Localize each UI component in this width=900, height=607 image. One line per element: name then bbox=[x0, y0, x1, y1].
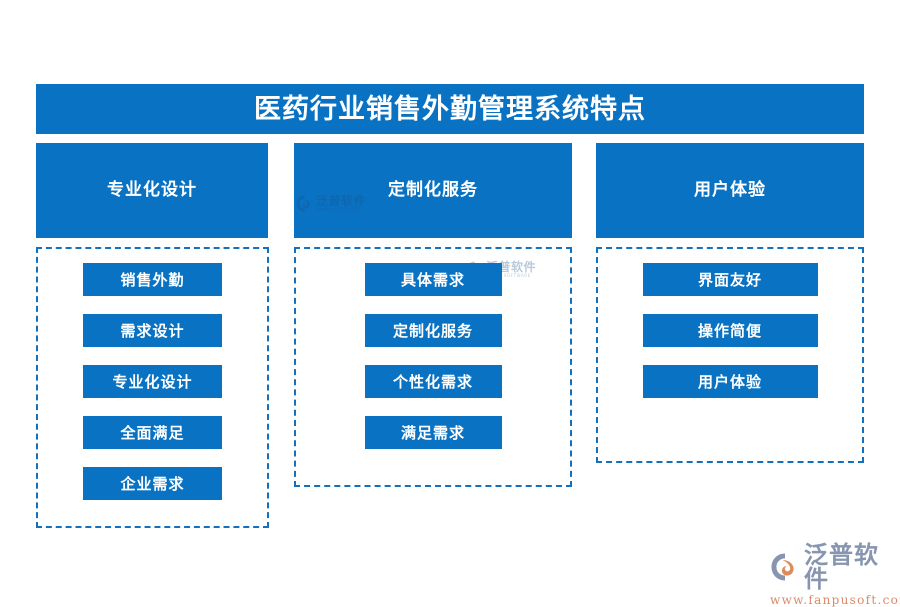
brand-url: www.fanpusoft.com bbox=[770, 593, 900, 607]
item-chip: 需求设计 bbox=[83, 314, 222, 347]
column-header-user-experience: 用户体验 bbox=[596, 143, 864, 238]
item-chip: 定制化服务 bbox=[364, 314, 502, 347]
column-header-custom-service: 定制化服务 bbox=[294, 143, 572, 238]
column-header-label: 定制化服务 bbox=[388, 180, 478, 200]
item-chip: 专业化设计 bbox=[83, 365, 222, 398]
item-chip: 全面满足 bbox=[83, 416, 222, 449]
group-box-user-experience: 界面友好 操作简便 用户体验 bbox=[596, 247, 864, 463]
column-header-label: 用户体验 bbox=[694, 180, 766, 200]
brand-row: 泛普软件 bbox=[770, 543, 890, 591]
column-header-professional-design: 专业化设计 bbox=[36, 143, 268, 238]
item-chip: 用户体验 bbox=[642, 365, 818, 398]
item-chip: 个性化需求 bbox=[364, 365, 502, 398]
brand-name: 泛普软件 bbox=[804, 541, 879, 593]
group-box-professional-design: 销售外勤 需求设计 专业化设计 全面满足 企业需求 bbox=[36, 247, 269, 528]
item-chip: 销售外勤 bbox=[83, 263, 222, 296]
column-header-label: 专业化设计 bbox=[107, 180, 197, 200]
item-chip: 企业需求 bbox=[83, 467, 222, 500]
group-box-custom-service: 具体需求 定制化服务 个性化需求 满足需求 bbox=[294, 247, 572, 487]
item-chip: 界面友好 bbox=[642, 263, 818, 296]
item-chip: 满足需求 bbox=[364, 416, 502, 449]
fanpu-logo-icon bbox=[770, 552, 800, 582]
brand-logo: 泛普软件 www.fanpusoft.com bbox=[770, 543, 900, 607]
item-chip: 具体需求 bbox=[364, 263, 502, 296]
title-banner: 医药行业销售外勤管理系统特点 bbox=[36, 84, 864, 134]
item-chip: 操作简便 bbox=[642, 314, 818, 347]
page-title: 医药行业销售外勤管理系统特点 bbox=[254, 93, 646, 125]
